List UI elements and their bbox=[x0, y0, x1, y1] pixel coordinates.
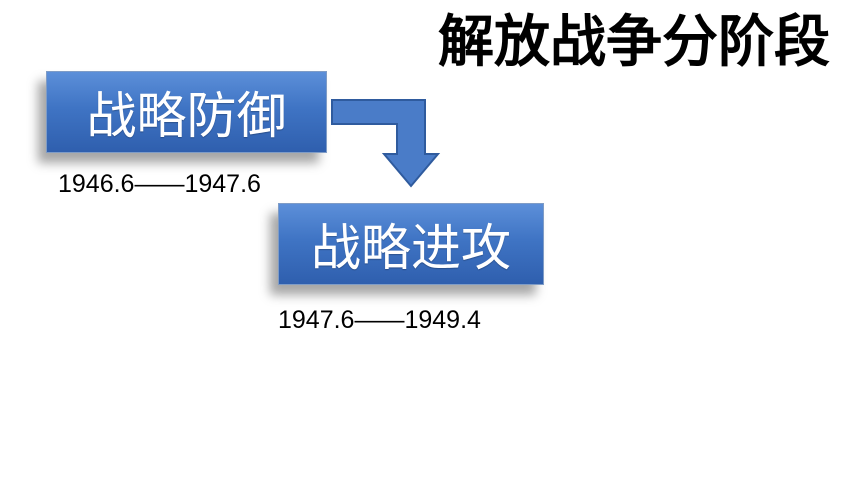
page-title: 解放战争分阶段 bbox=[438, 10, 830, 75]
stage-box-strategic-defense: 战略防御 bbox=[46, 71, 327, 153]
bent-arrow-icon bbox=[331, 99, 441, 188]
stage-label: 战略防御 bbox=[86, 87, 287, 145]
stage-label: 战略进攻 bbox=[311, 219, 511, 277]
stage-box-strategic-offensive: 战略进攻 bbox=[278, 203, 544, 285]
stage-period: 1947.6——1949.4 bbox=[278, 306, 481, 334]
stage-period: 1946.6——1947.6 bbox=[58, 170, 261, 198]
